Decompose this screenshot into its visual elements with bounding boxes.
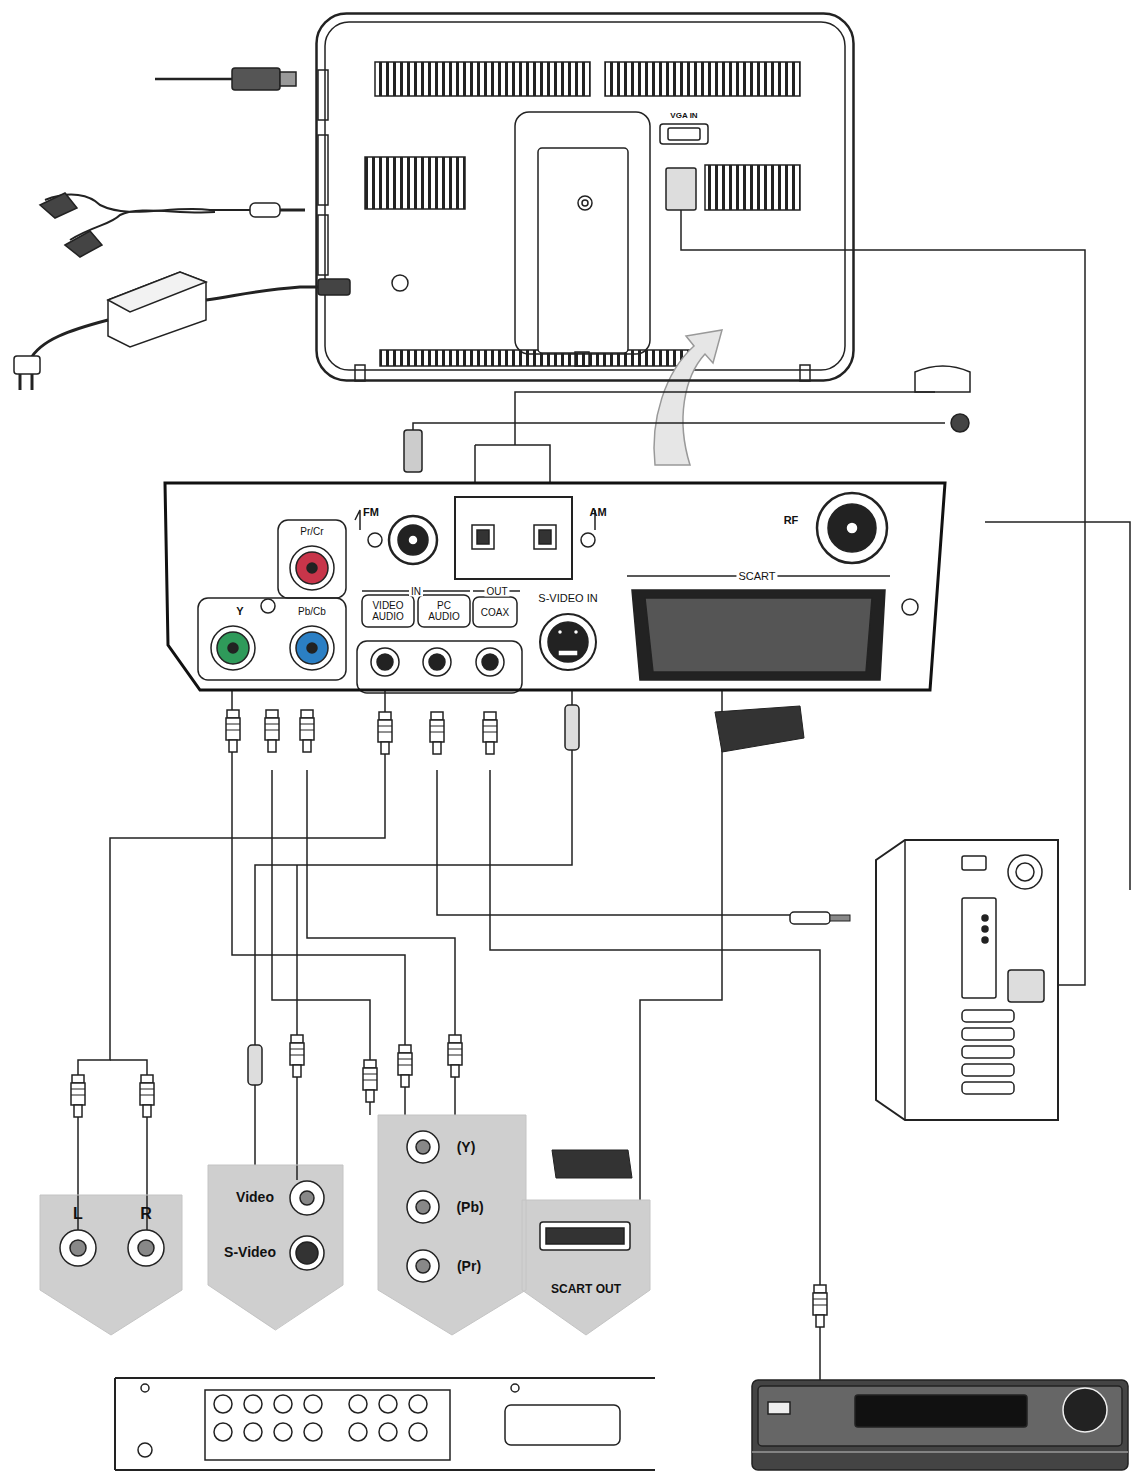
- port-label: L: [73, 1205, 83, 1223]
- video-output-panel: VideoS-Video: [208, 1165, 343, 1330]
- port-label: Video: [236, 1190, 274, 1205]
- node-outline: [378, 1115, 526, 1335]
- outline-shape: [40, 1195, 182, 1335]
- port-label: SCART: [736, 570, 777, 582]
- port-label: OUT: [484, 586, 509, 597]
- cable-connector: [640, 690, 722, 1200]
- node-outline: [315, 12, 855, 382]
- outline-shape: [208, 1165, 343, 1330]
- component-output-panel: (Y) (Pb) (Pr): [378, 1115, 526, 1335]
- port-label: R: [140, 1205, 152, 1223]
- port-label: (Pr): [457, 1259, 481, 1274]
- cable-connector: [232, 690, 405, 1115]
- outline-shape: [522, 1200, 650, 1335]
- port-label: (Pb): [456, 1200, 483, 1215]
- port-label: VGA IN: [670, 112, 697, 121]
- connection-panel: FM AM RF Pr/CrY Pb/Cb IN OUT VIDEO AUDIO PC AUDI…: [163, 482, 948, 692]
- port-label: Pb/Cb: [298, 606, 326, 617]
- cable-connector: [255, 690, 572, 1165]
- port-label: (Y): [457, 1140, 476, 1155]
- port-label: Y: [236, 605, 243, 617]
- node-outline: [163, 482, 948, 692]
- audio-output-panel: LR: [40, 1195, 182, 1335]
- tv-rear: VGA IN: [315, 12, 855, 382]
- node-outline: [522, 1200, 650, 1335]
- port-label: COAX: [481, 607, 509, 618]
- port-label: RF: [784, 514, 799, 526]
- port-label: VIDEO AUDIO: [365, 600, 411, 622]
- port-label: IN: [409, 586, 423, 597]
- port-label: S-VIDEO IN: [538, 592, 597, 604]
- port-label: PC AUDIO: [421, 600, 467, 622]
- port-label: Pr/Cr: [300, 526, 323, 537]
- port-label: SCART OUT: [551, 1283, 621, 1296]
- outline-shape: [378, 1115, 526, 1335]
- outline-shape: [317, 14, 854, 381]
- scart-output-panel: SCART OUT: [522, 1200, 650, 1335]
- node-outline: [40, 1195, 182, 1335]
- port-label: AM: [589, 506, 606, 518]
- port-label: FM: [363, 506, 379, 518]
- outline-shape: [165, 483, 945, 690]
- port-label: S-Video: [224, 1245, 276, 1260]
